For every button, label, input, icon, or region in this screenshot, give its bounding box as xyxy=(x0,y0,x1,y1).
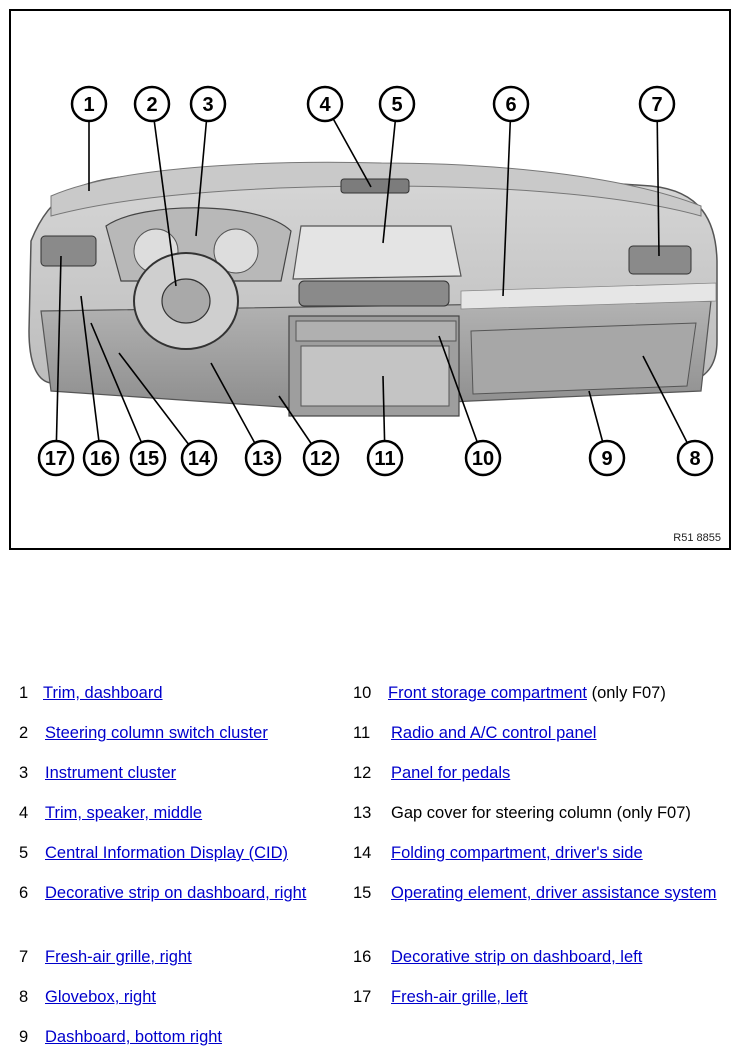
legend-text: Gap cover for steering column (only F07) xyxy=(391,804,691,822)
callout-number-12: 12 xyxy=(310,448,332,470)
legend-link[interactable]: Steering column switch cluster xyxy=(45,724,268,742)
callout-circle-12 xyxy=(302,439,340,477)
legend-link[interactable]: Instrument cluster xyxy=(45,764,177,782)
legend-number: 9 xyxy=(19,1028,29,1046)
callout-circle-10 xyxy=(464,439,502,477)
callout-number-15: 15 xyxy=(137,448,159,470)
callout-circle-9 xyxy=(588,439,626,477)
legend-link[interactable]: Operating element, driver assistance sys… xyxy=(391,884,717,902)
radio-panel xyxy=(300,345,450,407)
center-vents xyxy=(298,280,450,307)
legend-number: 6 xyxy=(19,884,29,902)
callout-circle-1 xyxy=(70,85,108,123)
callout-circle-3 xyxy=(189,85,227,123)
legend-link[interactable]: Fresh-air grille, left xyxy=(391,988,528,1006)
legend-link[interactable]: Central Information Display (CID) xyxy=(45,844,288,862)
callout-number-11: 11 xyxy=(374,448,395,470)
callout-line-17 xyxy=(55,255,62,459)
callout-number-6: 6 xyxy=(505,94,516,116)
callout-number-17: 17 xyxy=(45,448,67,470)
speaker-middle xyxy=(340,178,410,194)
callout-line-10 xyxy=(438,335,484,459)
callout-circle-16 xyxy=(82,439,120,477)
storage-lid xyxy=(295,320,457,342)
callout-circle-5 xyxy=(378,85,416,123)
callout-number-2: 2 xyxy=(146,94,157,116)
legend-number: 11 xyxy=(353,724,371,742)
callout-number-16: 16 xyxy=(90,448,112,470)
glovebox xyxy=(470,322,697,395)
callout-number-8: 8 xyxy=(689,448,700,470)
callout-number-13: 13 xyxy=(252,448,274,470)
strip-right xyxy=(460,282,717,310)
callout-number-7: 7 xyxy=(651,94,662,116)
callout-circle-7 xyxy=(638,85,676,123)
callout-number-5: 5 xyxy=(391,94,402,116)
legend-link[interactable]: Decorative strip on dashboard, left xyxy=(391,948,643,966)
callout-circle-2 xyxy=(133,85,171,123)
legend-number: 12 xyxy=(353,764,372,782)
callout-circle-15 xyxy=(129,439,167,477)
callout-line-15 xyxy=(90,322,149,459)
legend-link[interactable]: Folding compartment, driver's side xyxy=(391,844,643,862)
legend-number: 3 xyxy=(19,764,29,782)
callout-circle-8 xyxy=(676,439,714,477)
vent-right xyxy=(628,245,692,275)
callout-number-14: 14 xyxy=(188,448,211,470)
legend-number: 16 xyxy=(353,948,372,966)
legend-number: 2 xyxy=(19,724,29,742)
callout-circle-6 xyxy=(492,85,530,123)
callout-number-9: 9 xyxy=(601,448,612,470)
legend-link[interactable]: Panel for pedals xyxy=(391,764,511,782)
legend-number: 4 xyxy=(19,804,29,822)
cid-display xyxy=(292,225,462,280)
legend-number: 1 xyxy=(19,684,29,702)
callout-number-3: 3 xyxy=(202,94,213,116)
legend-link[interactable]: Glovebox, right xyxy=(45,988,156,1006)
legend-number: 15 xyxy=(353,884,372,902)
gauge-right xyxy=(213,228,259,274)
legend-link[interactable]: Dashboard, bottom right xyxy=(45,1028,223,1046)
legend-link[interactable]: Front storage compartment xyxy=(388,684,587,702)
legend-number: 10 xyxy=(353,684,372,702)
callout-circle-17 xyxy=(37,439,75,477)
callout-number-1: 1 xyxy=(83,94,94,116)
legend-number: 5 xyxy=(19,844,29,862)
legend-number: 13 xyxy=(353,804,372,822)
dashboard-top xyxy=(50,161,702,217)
callout-line-2 xyxy=(151,103,177,287)
callout-circle-4 xyxy=(306,85,344,123)
callout-number-10: 10 xyxy=(472,448,494,470)
legend-number: 14 xyxy=(353,844,372,862)
callout-line-5 xyxy=(382,103,398,244)
legend-number: 17 xyxy=(353,988,372,1006)
callout-line-6 xyxy=(502,103,512,297)
callout-line-8 xyxy=(642,355,696,459)
legend-link[interactable]: Decorative strip on dashboard, right xyxy=(45,884,307,902)
callout-circle-13 xyxy=(244,439,282,477)
figure-code: R51 8855 xyxy=(673,532,721,544)
legend-link[interactable]: Trim, speaker, middle xyxy=(45,804,203,822)
callout-line-14 xyxy=(118,352,200,459)
legend-link[interactable]: Fresh-air grille, right xyxy=(45,948,192,966)
legend-number: 8 xyxy=(19,988,29,1006)
callout-line-7 xyxy=(656,103,660,257)
callout-circle-14 xyxy=(180,439,218,477)
legend-link[interactable]: Trim, dashboard xyxy=(43,684,163,702)
legend-link[interactable]: Radio and A/C control panel xyxy=(391,724,597,742)
vent-left xyxy=(40,235,97,267)
callout-number-4: 4 xyxy=(319,94,331,116)
legend-suffix: (only F07) xyxy=(587,684,666,702)
legend-number: 7 xyxy=(19,948,29,966)
steering-hub xyxy=(161,278,211,324)
callout-line-3 xyxy=(195,103,209,237)
callout-line-16 xyxy=(80,295,102,459)
callout-circle-11 xyxy=(366,439,404,477)
